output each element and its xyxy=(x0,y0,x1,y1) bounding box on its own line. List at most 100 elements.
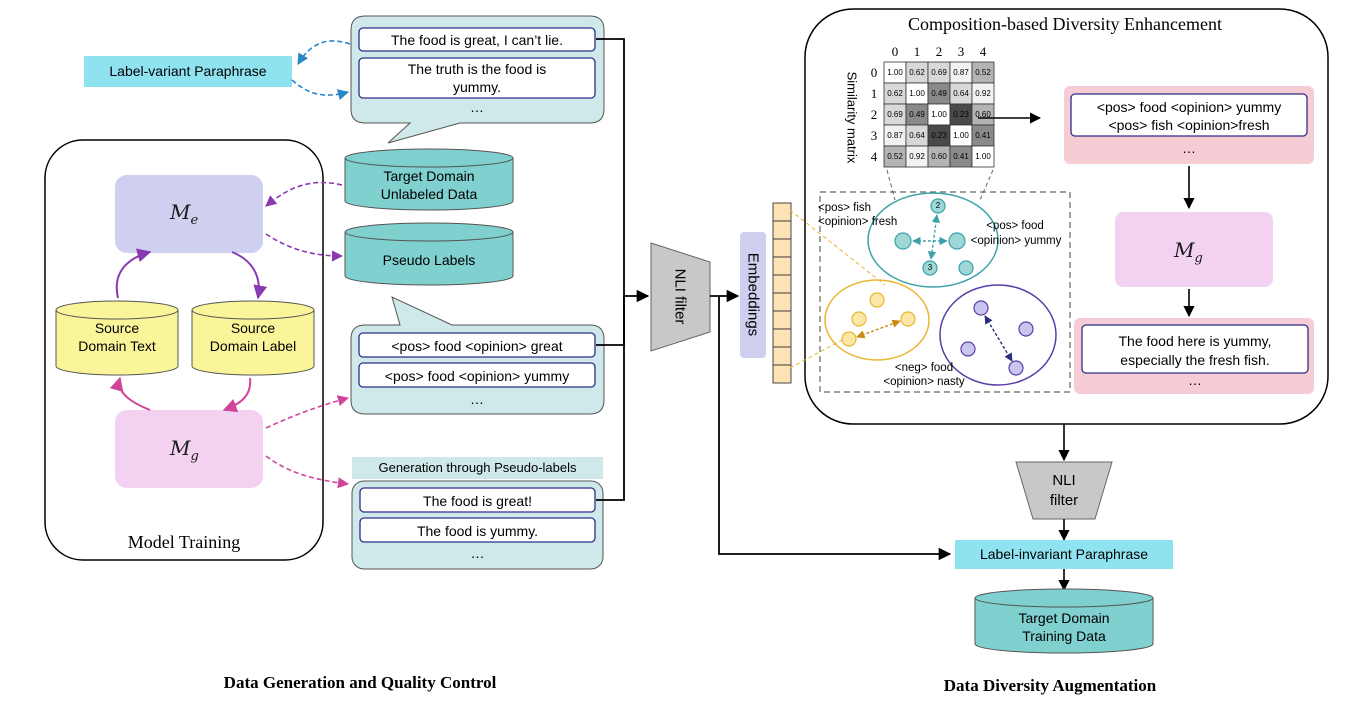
embedding-cell xyxy=(772,256,792,276)
source-text-line2: Domain Text xyxy=(78,338,156,354)
pos-food-line2: <opinion> yummy xyxy=(970,235,1062,247)
target-training-line2: Training Data xyxy=(1022,628,1106,644)
label-ellipsis: … xyxy=(470,391,484,407)
generation-header: Generation through Pseudo-labels xyxy=(378,460,577,475)
composition-frame xyxy=(804,8,1329,425)
bubble-to-label-variant-arrow xyxy=(297,40,351,65)
matrix-row-label: 1 xyxy=(870,86,878,101)
nli-filter-middle xyxy=(650,242,711,352)
matrix-cell-value: 1.00 xyxy=(931,110,947,119)
model-training-title: Model Training xyxy=(127,532,241,552)
matrix-row-label: 0 xyxy=(870,65,878,80)
gold-node-c xyxy=(900,311,916,327)
source-label-line1: Source xyxy=(230,320,276,336)
composed-lines-box xyxy=(1070,93,1308,137)
node-fish xyxy=(894,232,912,250)
matrix-cell-value: 0.62 xyxy=(909,68,925,77)
matrix-cell-value: 0.41 xyxy=(975,131,991,140)
embedding-cell xyxy=(772,310,792,330)
matrix-cell-value: 0.41 xyxy=(953,152,969,161)
paraphrase-line2a: The truth is the food is xyxy=(407,61,547,77)
nli-filter-bottom-line1: NLI xyxy=(1052,472,1076,489)
node-3-label: 3 xyxy=(927,263,933,272)
pos-fish-line2: <opinion> fresh xyxy=(818,216,898,228)
generation-to-filter-line xyxy=(596,296,625,501)
pseudo-labels-cylinder xyxy=(344,222,514,286)
matrix-cell-value: 1.00 xyxy=(953,131,969,140)
matrix-cell-value: 0.60 xyxy=(931,152,947,161)
source-label-line2: Domain Label xyxy=(209,338,297,354)
paraphrase-ellipsis: … xyxy=(470,99,484,115)
embedding-vector xyxy=(772,202,792,384)
matrix-zoom-right xyxy=(979,169,994,201)
matrix-cell-value: 1.00 xyxy=(909,89,925,98)
cluster-panel xyxy=(819,191,1071,393)
mg-to-generation-arrow xyxy=(265,455,350,489)
embedding-cell xyxy=(772,202,792,222)
nli-filter-bottom-line2: filter xyxy=(1049,492,1079,509)
matrix-cell-value: 0.87 xyxy=(887,131,903,140)
matrix-cell-value: 0.49 xyxy=(931,89,947,98)
node-2-label: 2 xyxy=(935,201,941,210)
matrix-col-label: 1 xyxy=(913,44,921,59)
matrix-cell-value: 1.00 xyxy=(975,152,991,161)
label-invariant-text: Label-invariant Paraphrase xyxy=(979,546,1149,562)
matrix-row-label: 2 xyxy=(870,107,878,122)
nli-filter-bottom xyxy=(1015,461,1113,520)
paraphrase-line1: The food is great, I can’t lie. xyxy=(391,32,563,48)
me-to-pseudo-arrow xyxy=(265,233,344,262)
neg-node-c xyxy=(960,341,976,357)
target-training-line1: Target Domain xyxy=(1018,610,1110,626)
node-2 xyxy=(930,198,946,214)
pos-food-line1: <pos> food xyxy=(986,220,1044,232)
gold-node-a xyxy=(869,292,885,308)
output-line2: especially the fresh fish. xyxy=(1120,352,1270,368)
label-invariant-pill xyxy=(955,540,1173,569)
embeddings-pill xyxy=(740,232,766,358)
embedding-cell xyxy=(772,328,792,348)
source-domain-text-cylinder xyxy=(55,300,179,376)
text-to-me-arrow xyxy=(115,248,152,299)
matrix-cell-value: 0.87 xyxy=(953,68,969,77)
output-ellipsis: … xyxy=(1188,372,1202,388)
paraphrase-line2-box xyxy=(358,57,596,99)
label-variant-text: Label-variant Paraphrase xyxy=(109,63,267,79)
source-domain-label-cylinder xyxy=(191,300,315,376)
matrix-cell-value: 0.49 xyxy=(909,110,925,119)
matrix-row-label: 4 xyxy=(870,149,878,164)
neg-node-d xyxy=(1008,360,1024,376)
gold-node-d xyxy=(841,331,857,347)
gold-cluster xyxy=(824,279,930,361)
matrix-zoom-left xyxy=(886,169,896,201)
pos-fish-line1: <pos> fish xyxy=(818,202,872,214)
embedding-cell xyxy=(772,292,792,312)
node-food xyxy=(948,232,966,250)
label-line2-box xyxy=(358,362,596,388)
unlabeled-to-me-arrow xyxy=(265,181,343,207)
label-variant-to-bubble-arrow xyxy=(291,79,350,101)
generation-ellipsis: … xyxy=(470,545,485,561)
neg-node-b xyxy=(1018,321,1034,337)
generation-header-bar xyxy=(352,457,603,479)
similarity-matrix xyxy=(883,61,995,168)
neg-food-line2: <opinion> nasty xyxy=(883,376,965,388)
label-to-mg-arrow xyxy=(222,377,252,413)
negative-cluster xyxy=(939,284,1057,386)
embedding-cell xyxy=(772,346,792,366)
bubble-to-filter-line xyxy=(596,38,625,296)
paraphrase-line2b: yummy. xyxy=(453,79,501,95)
matrix-col-label: 2 xyxy=(935,44,943,59)
target-unlabeled-cylinder xyxy=(344,148,514,211)
embedding-cell xyxy=(772,238,792,258)
matrix-col-label: 0 xyxy=(891,44,899,59)
matrix-cell-value: 0.52 xyxy=(975,68,991,77)
matrix-col-label: 3 xyxy=(957,44,965,59)
mg-model-box xyxy=(115,410,263,488)
label-line2: <pos> food <opinion> yummy xyxy=(384,368,570,384)
generation-line1: The food is great! xyxy=(423,493,532,509)
matrix-cell-value: 0.23 xyxy=(931,131,947,140)
matrix-cell-value: 0.64 xyxy=(953,89,969,98)
matrix-col-label: 4 xyxy=(979,44,987,59)
